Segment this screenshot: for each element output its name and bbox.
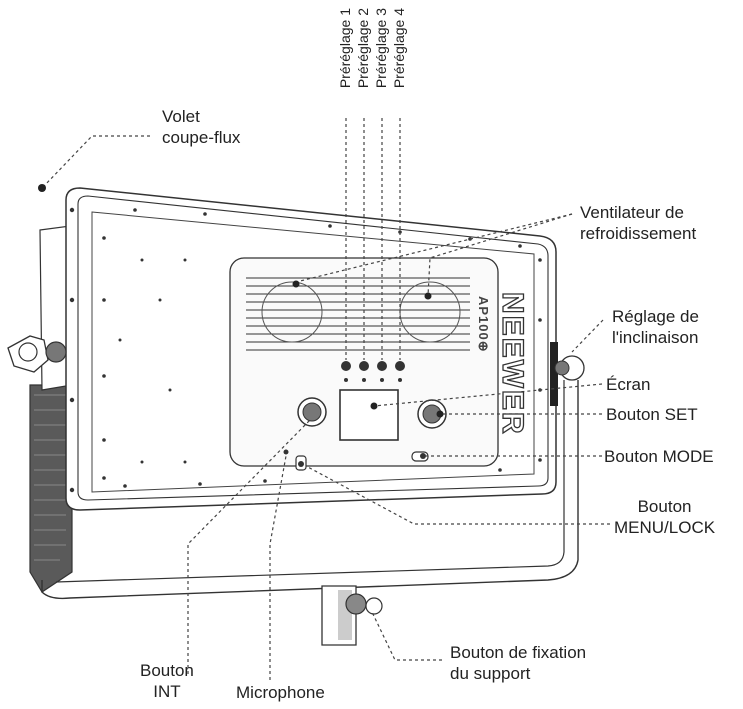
screen <box>339 389 399 441</box>
tilt-knob-right <box>550 342 585 406</box>
leader-lines <box>38 118 610 680</box>
label-ecran: Écran <box>606 375 651 394</box>
label-preset-3: Préréglage 3 <box>373 8 389 89</box>
stand-mount <box>321 585 383 646</box>
int-knob <box>297 397 327 427</box>
label-preset-2: Préréglage 2 <box>355 8 371 89</box>
model-label: AP100⊕ <box>476 296 491 353</box>
brand-logo: NEEWER <box>495 291 529 436</box>
label-mode: Bouton MODE <box>604 447 714 466</box>
label-preset-1: Préréglage 1 <box>337 8 353 89</box>
tilt-knob-left <box>7 335 67 373</box>
yoke-bracket <box>41 380 579 600</box>
frame-screws <box>69 207 542 493</box>
label-set: Bouton SET <box>606 405 698 424</box>
preset-buttons <box>341 361 405 382</box>
microphone-hole <box>283 449 289 455</box>
label-microphone: Microphone <box>236 683 325 702</box>
label-preset-4: Préréglage 4 <box>391 8 407 89</box>
